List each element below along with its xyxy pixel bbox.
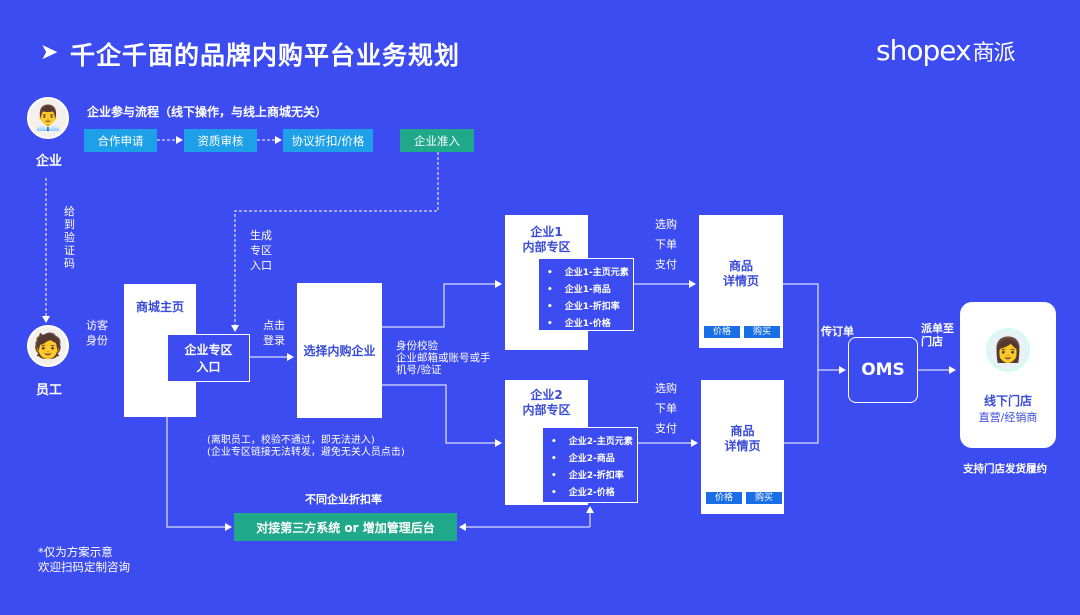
discount-text: 不同企业折扣率 [305,493,382,506]
pass-order-text: 传订单 [821,325,854,338]
logo: shopex商派 [876,34,1016,67]
select-enterprise-box: 选择内购企业 [297,283,382,418]
give-code-text: 给到验证码 [64,205,75,270]
footnote: *仅为方案示意欢迎扫码定制咨询 [38,545,130,574]
price-button[interactable]: 价格 [706,492,742,504]
generate-entry-text: 生成专区入口 [250,229,272,272]
click-login-text: 点击登录 [263,319,285,347]
zone-1-items: 企业1-主页元素企业1-商品企业1-折扣率企业1-价格 [538,258,634,331]
shop-steps-2: 选购下单支付 [655,382,677,435]
store-sub: 直营/经销商 [978,411,1038,424]
offline-store-card: 👩 线下门店 直营/经销商 [960,302,1056,448]
enterprise-avatar-icon: 👨‍💼 [27,97,69,139]
buy-button[interactable]: 购买 [746,492,782,504]
store-title: 线下门店 [983,394,1032,408]
enterprise-entry-box[interactable]: 企业专区入口 [167,334,250,382]
shop-steps-1: 选购下单支付 [655,218,677,271]
step-agreement: 协议折扣/价格 [283,129,373,152]
product-detail-1: 商品详情页 价格购买 [699,215,783,348]
dispatch-text: 派单至门店 [921,322,954,348]
oms-box: OMS [848,337,918,403]
price-button[interactable]: 价格 [704,326,740,338]
zone-2-items: 企业2-主页元素企业2-商品企业2-折扣率企业2-价格 [542,427,638,503]
visitor-text: 访客身份 [86,319,108,347]
verify-text: 身份校验 企业邮箱或账号或手机号/验证 [396,340,491,376]
flow-title: 企业参与流程（线下操作，与线上商城无关） [87,105,328,119]
step-review: 资质审核 [184,129,257,152]
store-avatar-icon: 👩 [986,328,1030,372]
buy-button[interactable]: 购买 [744,326,780,338]
step-apply: 合作申请 [84,129,157,152]
page-title: 千企千面的品牌内购平台业务规划 [70,41,461,70]
step-admission: 企业准入 [400,129,474,152]
product-detail-2: 商品详情页 价格购买 [701,380,784,514]
note: (离职员工，校验不通过，即无法进入)(企业专区链接无法转发，避免无关人员点击) [207,435,405,458]
employee-label: 员工 [36,383,63,398]
third-party-system-box: 对接第三方系统 or 增加管理后台 [234,513,457,541]
employee-avatar-icon: 🧑 [27,325,69,367]
store-caption: 支持门店发货履约 [963,463,1047,475]
title-arrow-icon: ➤ [40,40,59,65]
enterprise-label: 企业 [36,154,63,169]
